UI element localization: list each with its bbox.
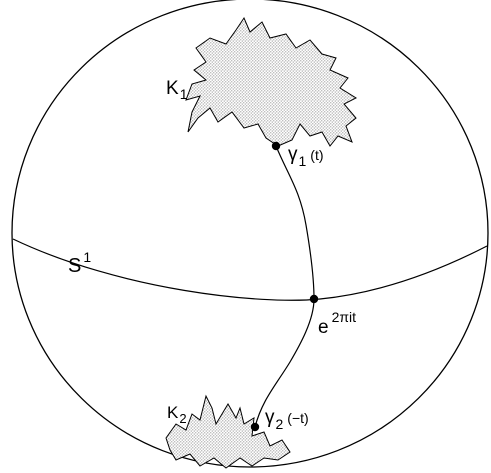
k1-label: K1: [166, 78, 188, 102]
sphere-outline: [11, 0, 489, 468]
gamma2-point: [250, 422, 260, 432]
gamma1-label: γ1(t): [288, 144, 324, 169]
gamma2-label: γ2(−t): [265, 407, 309, 432]
equator-curve: [12, 238, 488, 301]
equator-point: [309, 294, 319, 304]
k1-region: [185, 16, 358, 147]
k2-region: [165, 394, 291, 469]
gamma-path: [254, 145, 315, 428]
k2-label: K2: [167, 403, 187, 426]
gamma1-point: [271, 141, 281, 151]
